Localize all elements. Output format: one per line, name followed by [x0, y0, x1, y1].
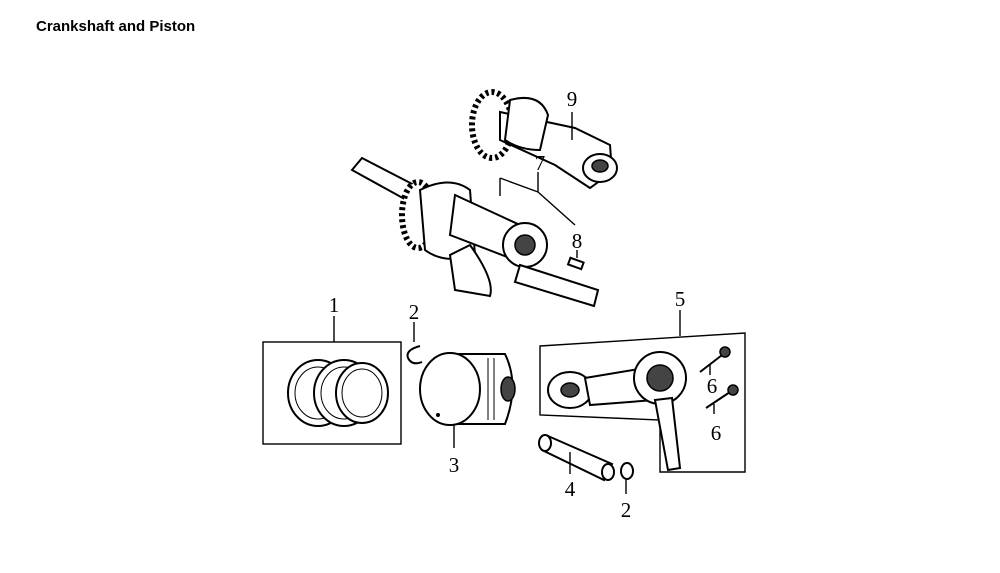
- page-title: Crankshaft and Piston: [36, 18, 196, 35]
- callout-4: 4: [565, 477, 576, 501]
- callout-7: 7: [535, 151, 546, 175]
- piston-pin-clip: [406, 345, 423, 365]
- callout-5: 5: [675, 287, 686, 311]
- callout-6-lower: 6: [711, 421, 722, 445]
- callout-3: 3: [449, 453, 460, 477]
- piston-pin: [538, 434, 615, 482]
- connecting-rod-assembly: [539, 332, 746, 473]
- piston-pin-clip: [620, 462, 634, 480]
- callout-1: 1: [329, 293, 340, 317]
- crankshaft: [350, 156, 600, 308]
- callout-9: 9: [567, 87, 578, 111]
- callout-6-upper: 6: [707, 374, 718, 398]
- piston-ring-set: [262, 341, 402, 445]
- balancer-shaft: [469, 89, 618, 190]
- callout-2-lower: 2: [621, 498, 632, 522]
- piston: [419, 352, 516, 426]
- woodruff-key: [566, 256, 585, 271]
- connecting-rod-bolt: [705, 384, 739, 409]
- connecting-rod-bolt: [699, 346, 731, 373]
- callout-2-upper: 2: [409, 300, 420, 324]
- leader-lines: [333, 112, 715, 494]
- callout-8: 8: [572, 229, 583, 253]
